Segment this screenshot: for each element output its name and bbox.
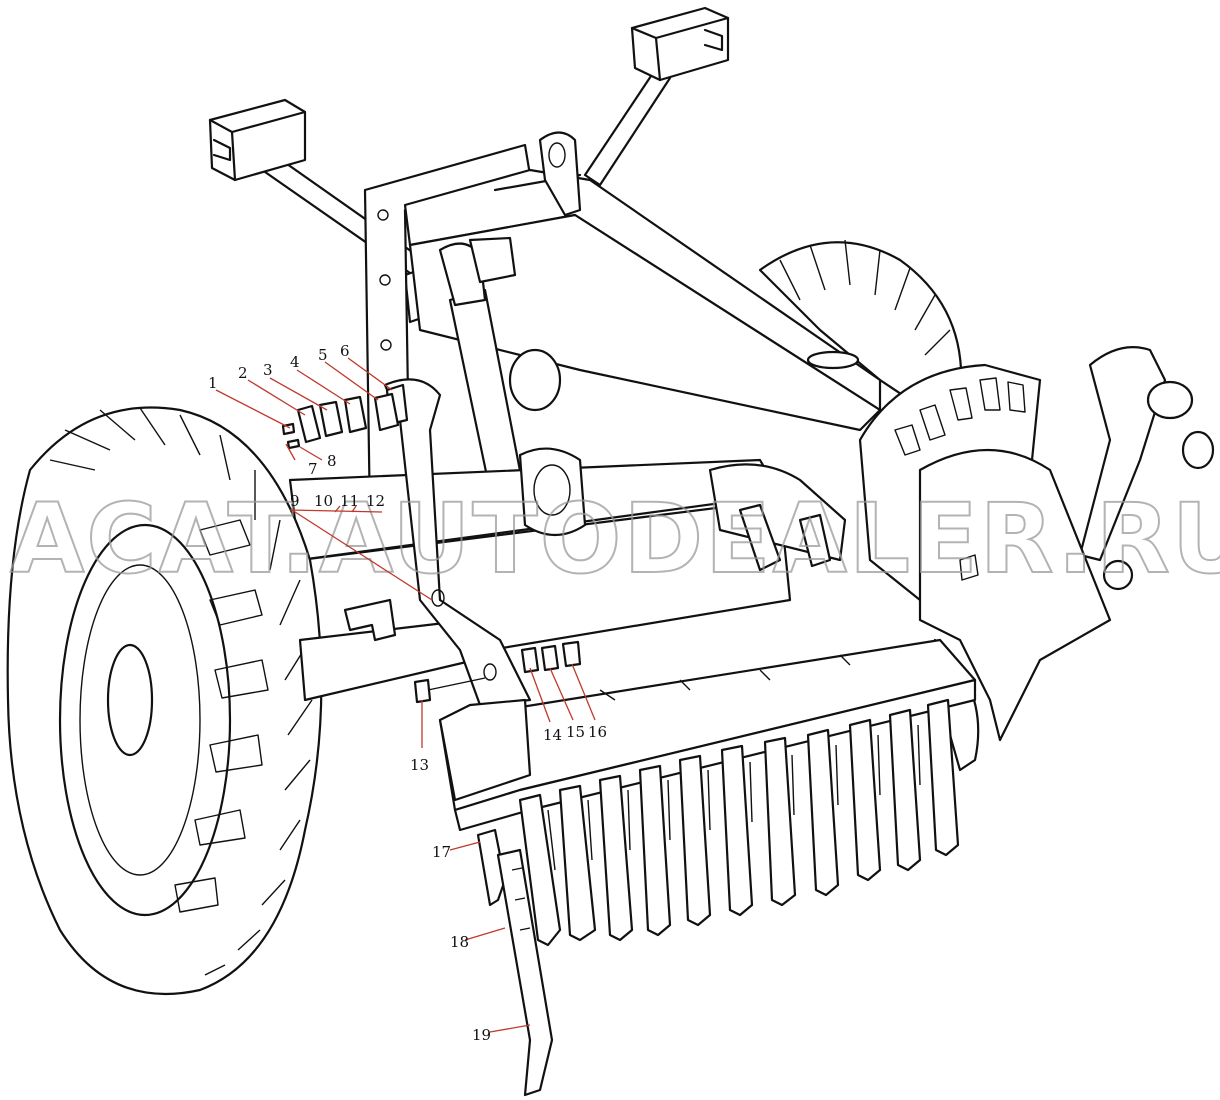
tines [518, 698, 960, 947]
label-2: 2 [238, 364, 248, 382]
front-wheel [6, 406, 477, 996]
label-6: 6 [340, 342, 350, 360]
watermark: ACAT.AUTODEALER.RU [10, 483, 1220, 595]
label-16: 16 [588, 723, 607, 741]
label-10: 10 [314, 492, 333, 510]
tine-beam [438, 638, 977, 832]
label-12: 12 [366, 492, 385, 510]
part-labels: 1 2 3 4 5 6 7 8 9 10 11 12 13 14 15 16 1… [208, 342, 607, 1044]
exploded-parts-top [281, 392, 400, 450]
label-4: 4 [290, 353, 300, 371]
label-7: 7 [308, 460, 318, 478]
label-14: 14 [543, 726, 562, 744]
label-1: 1 [208, 374, 218, 392]
label-19: 19 [472, 1026, 491, 1044]
label-13: 13 [410, 756, 429, 774]
label-8: 8 [327, 452, 337, 470]
label-11: 11 [340, 492, 359, 510]
label-18: 18 [450, 933, 469, 951]
counterweight-right [583, 6, 730, 187]
exploded-parts-bottom [413, 640, 582, 704]
label-15: 15 [566, 723, 585, 741]
label-9: 9 [290, 492, 300, 510]
leader-lines [215, 357, 596, 1033]
label-17: 17 [432, 843, 451, 861]
label-3: 3 [263, 361, 273, 379]
main-frame [363, 131, 882, 522]
label-5: 5 [318, 346, 328, 364]
side-flange [858, 346, 1215, 742]
exploded-tine [476, 828, 554, 1097]
